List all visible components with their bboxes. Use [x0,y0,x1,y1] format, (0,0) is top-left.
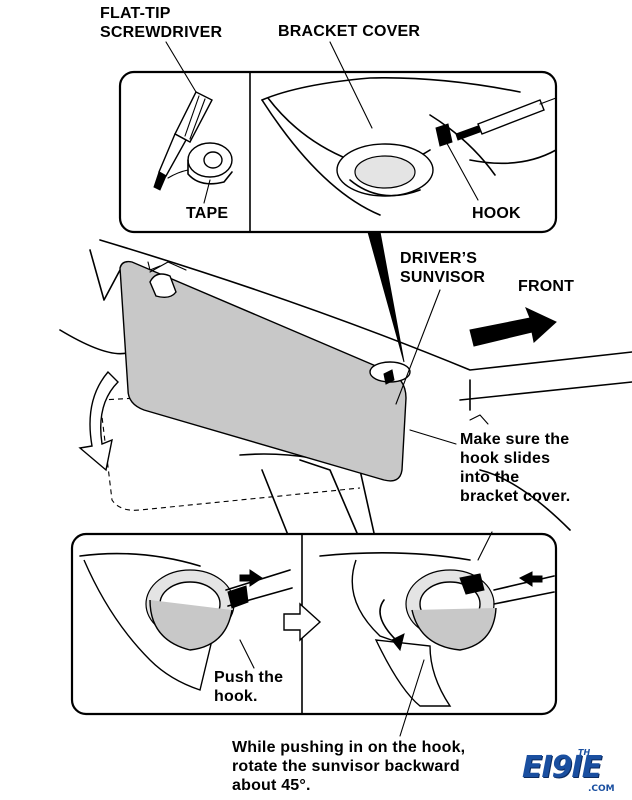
rotate-sunvisor-illustration [319,531,555,707]
rotate-arrow-icon [78,370,119,472]
next-step-arrow-icon [283,602,322,642]
bracket-cover-illustration [261,76,557,216]
front-label: FRONT [518,278,575,295]
main-scene [59,231,632,561]
push-hook-label: Push the hook. [214,669,284,705]
drivers-sunvisor-panel [119,260,411,482]
bottom-detail-inset [70,531,558,716]
screwdriver-icon [153,91,213,191]
site-logo: EI9IE TH .COM [522,748,630,798]
bracket-cover-label: BRACKET COVER [278,23,421,40]
push-arrow-icon [239,569,263,587]
rotate-sunvisor-note: While pushing in on the hook, rotate the… [232,739,466,794]
front-arrow-icon [469,307,557,347]
drivers-sunvisor-label: DRIVER’S SUNVISOR [400,250,486,286]
logo-suffix: .COM [588,784,615,794]
make-sure-note: Make sure the hook slides into the brack… [460,431,571,505]
top-detail-inset [118,41,558,234]
hook-label: HOOK [472,205,521,222]
push-hook-illustration [79,552,293,691]
logo-superscript: TH [578,748,591,757]
tape-label: TAPE [186,205,229,222]
tape-roll-icon [167,142,233,185]
screwdriver-label: FLAT-TIP SCREWDRIVER [100,5,223,41]
logo-text: EI9IE [522,750,602,785]
